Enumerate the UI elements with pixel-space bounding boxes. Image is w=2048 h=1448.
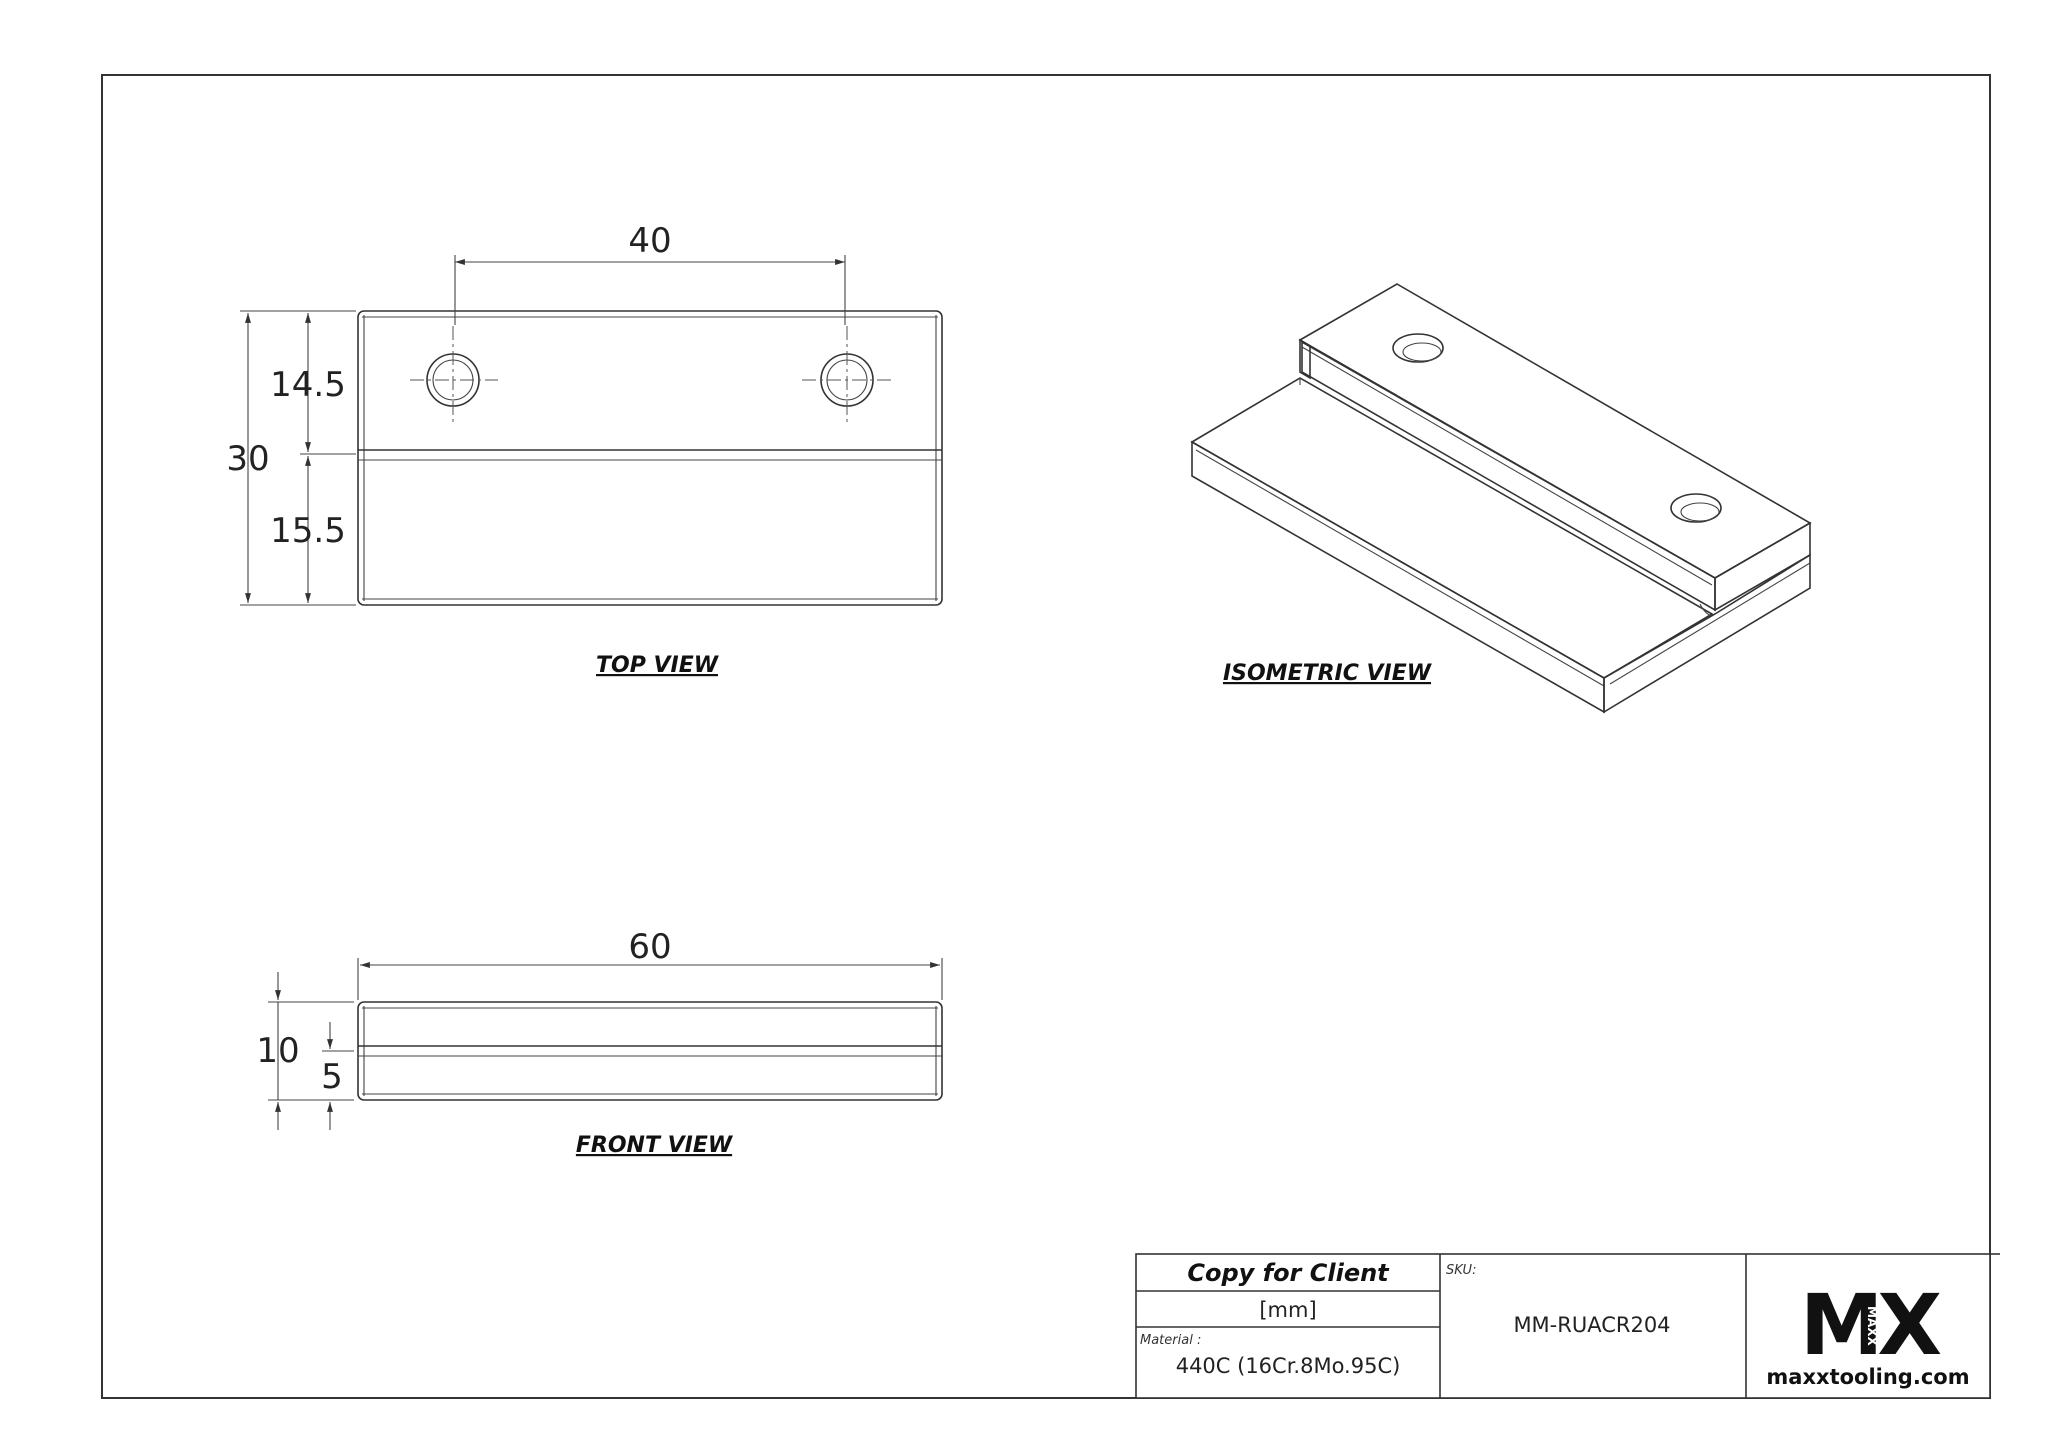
logo-vertical-text: MAXX (1865, 1306, 1879, 1346)
dim-step: 5 (321, 1057, 343, 1097)
iso-base-right (1603, 553, 1811, 714)
isometric-view: ISOMETRIC VIEW (1190, 283, 1812, 714)
dim-upper: 14.5 (270, 365, 346, 405)
title-block: Copy for Client [mm] Material : 440C (16… (1135, 1253, 2000, 1399)
hole-right (802, 326, 892, 424)
hole-left (410, 326, 498, 424)
front-view: 60 10 5 FRONT VIEW (256, 927, 943, 1158)
iso-rail-face (1301, 340, 1716, 612)
top-view-caption: TOP VIEW (596, 653, 720, 678)
dim-height: 10 (256, 1031, 299, 1071)
dim-total-height: 30 (226, 439, 269, 479)
sku-label: SKU: (1446, 1263, 1476, 1278)
iso-rail-top (1298, 283, 1812, 579)
dim-hole-spacing: 40 (628, 221, 671, 261)
material-value: 440C (16Cr.8Mo.95C) (1176, 1354, 1401, 1378)
front-view-caption: FRONT VIEW (576, 1133, 734, 1158)
copy-for-client-label: Copy for Client (1187, 1259, 1390, 1287)
top-view: 40 30 14.5 15.5 TOP VIEW (226, 221, 943, 678)
dim-length: 60 (628, 927, 671, 967)
maxx-logo: MX MAXX maxxtooling.com (1766, 1276, 1969, 1389)
iso-hole-right (1670, 493, 1722, 523)
sheet-border (101, 74, 1991, 1399)
sku-value: MM-RUACR204 (1513, 1313, 1670, 1337)
iso-flange-top (1190, 377, 1714, 679)
front-view-outline (357, 1001, 943, 1101)
material-label: Material : (1140, 1333, 1201, 1348)
dim-lower: 15.5 (270, 511, 346, 551)
top-view-outline (357, 310, 943, 606)
isometric-view-caption: ISOMETRIC VIEW (1223, 661, 1433, 686)
units-label: [mm] (1259, 1298, 1316, 1322)
iso-hole-left (1392, 333, 1444, 363)
website-label: maxxtooling.com (1766, 1365, 1969, 1389)
logo-letters: MX (1800, 1276, 1942, 1374)
